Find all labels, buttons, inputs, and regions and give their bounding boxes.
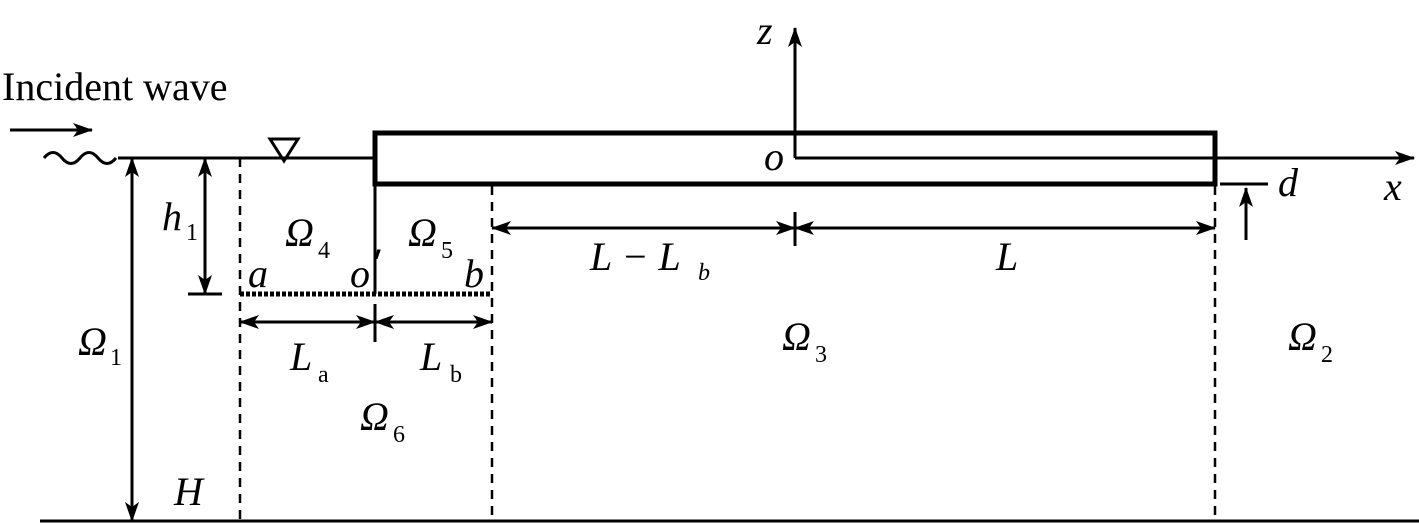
Lb-label: L	[419, 334, 442, 379]
La-label: L	[289, 334, 312, 379]
region-omega5-subscript: 5	[441, 238, 453, 264]
region-omega1-label: Ω	[78, 319, 107, 364]
Lb-subscript: b	[450, 362, 462, 388]
region-omega2-subscript: 2	[1321, 342, 1333, 368]
region-omega5-label: Ω	[408, 210, 437, 255]
region-omega4-label: Ω	[285, 210, 314, 255]
depth-h1-subscript: 1	[186, 220, 198, 246]
region-omega3-label: Ω	[782, 314, 811, 359]
region-omega6-label: Ω	[360, 394, 389, 439]
L-label: L	[995, 234, 1018, 279]
depth-h1-label: h	[162, 194, 182, 239]
point-b-label: b	[464, 251, 484, 296]
draft-d-label: d	[1278, 160, 1299, 205]
origin-o-label: o	[764, 134, 784, 179]
region-omega3-subscript: 3	[815, 342, 827, 368]
origin-o-prime-label: o	[350, 251, 370, 296]
wave-symbol	[42, 151, 118, 165]
La-subscript: a	[318, 362, 329, 388]
depth-H-label: H	[173, 469, 205, 514]
free-surface-symbol	[267, 137, 301, 164]
region-omega2-label: Ω	[1288, 314, 1317, 359]
prime-mark: ′	[374, 240, 383, 285]
region-omega1-subscript: 1	[110, 345, 122, 371]
point-a-label: a	[248, 251, 268, 296]
region-omega6-subscript: 6	[393, 422, 405, 448]
z-axis-label: z	[756, 8, 773, 53]
L-minus-Lb-subscript: b	[698, 260, 710, 286]
incident-wave-label: Incident wave	[2, 64, 227, 109]
x-axis-label: x	[1383, 164, 1402, 209]
region-omega4-subscript: 4	[318, 238, 330, 264]
L-minus-Lb-label: L − L	[589, 234, 681, 279]
